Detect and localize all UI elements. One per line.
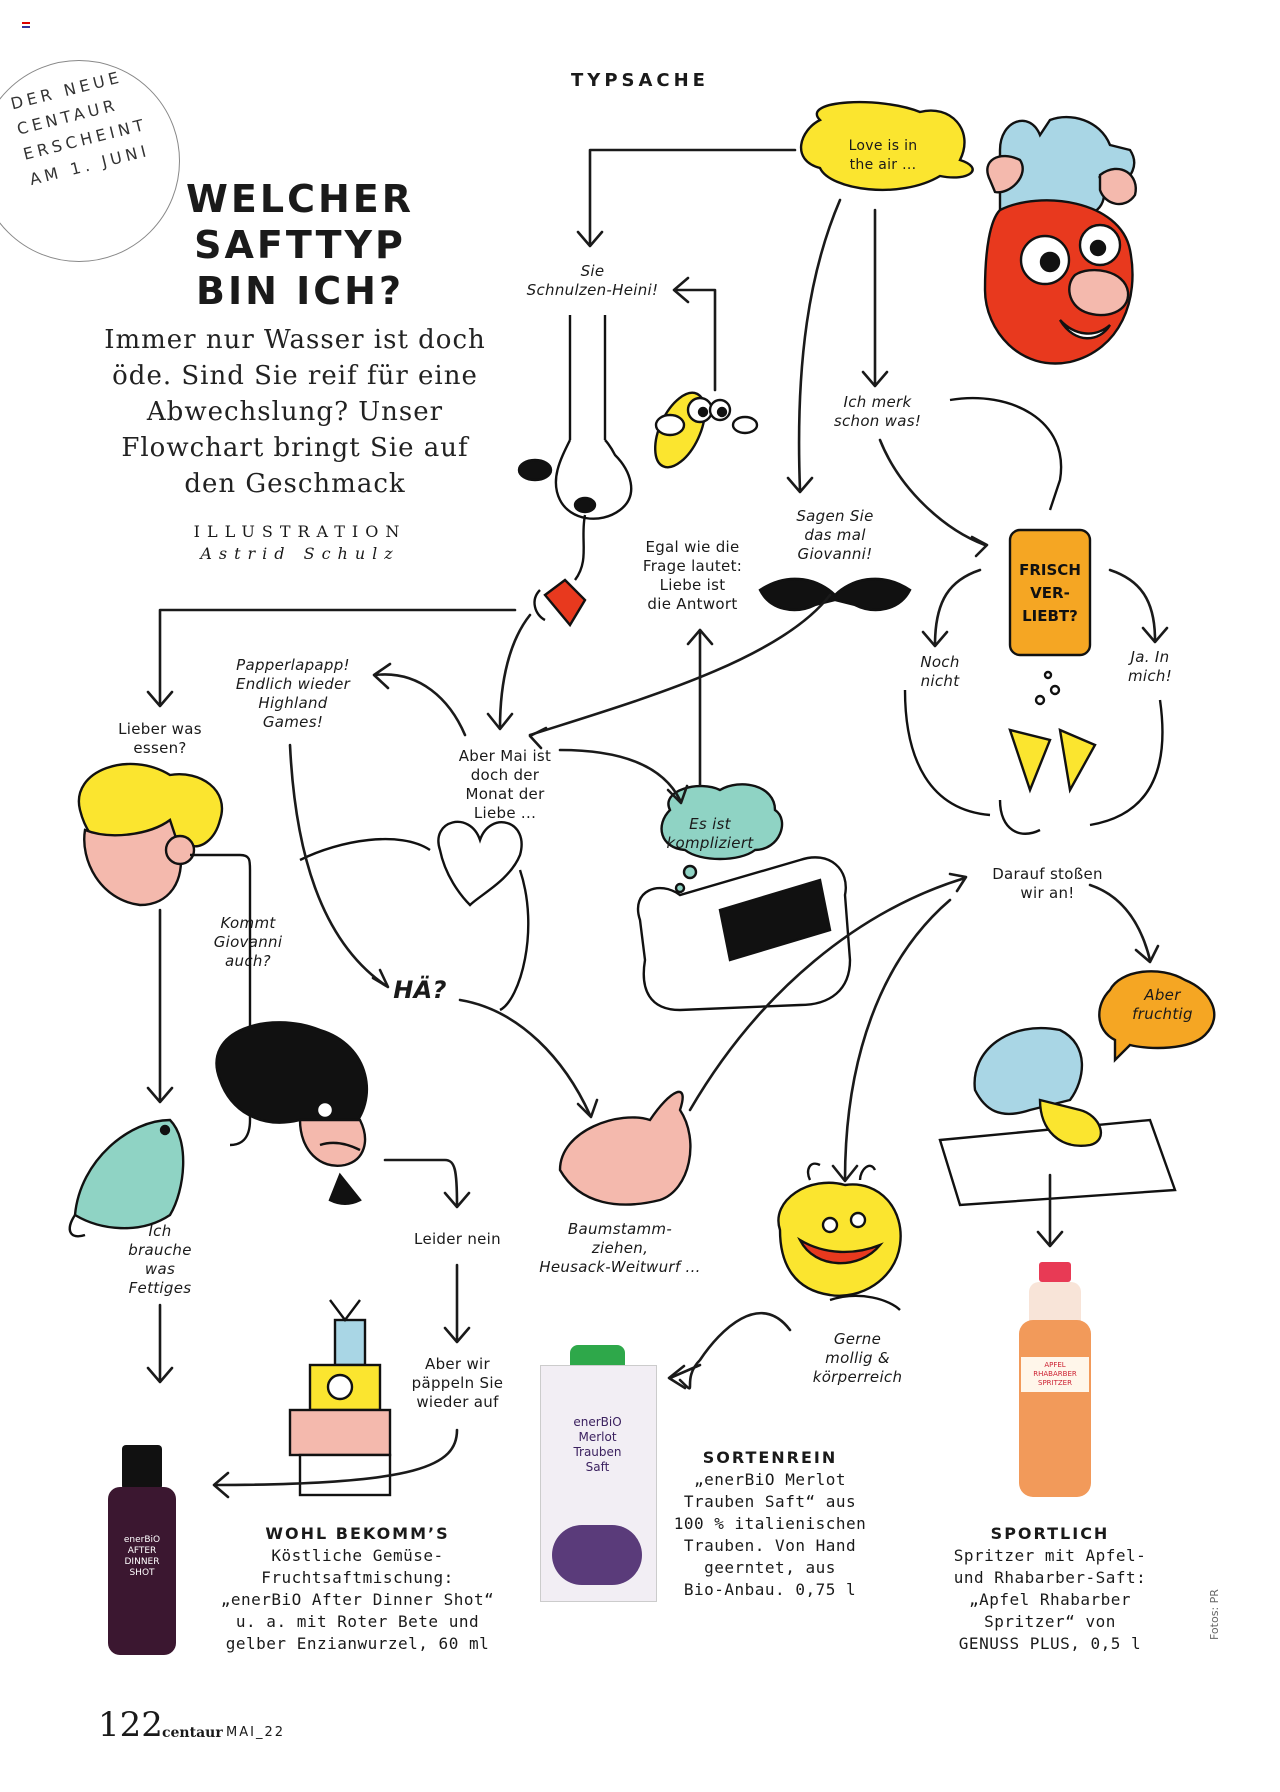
headline: WELCHER SAFTTYP BIN ICH?	[186, 177, 414, 313]
merlot-label: enerBiO Merlot Trauben Saft	[573, 1415, 622, 1474]
node-aufpappeln: Aber wir päppeln Sie wieder auf	[411, 1355, 504, 1411]
blonde-person-icon	[77, 762, 224, 907]
seal-character-icon	[68, 1118, 185, 1238]
node-fruchtig: Aber fruchtig	[1132, 986, 1193, 1023]
node-mai: Aber Mai ist doch der Monat der Liebe ..…	[458, 747, 552, 822]
node-egal: Egal wie die Frage lautet: Liebe ist die…	[642, 538, 743, 613]
spritzer-label: APFEL RHABARBER SPRITZER	[1021, 1357, 1089, 1392]
product-carton-merlot: enerBiO Merlot Trauben Saft	[540, 1345, 657, 1602]
giovanni-character-icon	[215, 1021, 369, 1205]
illustrator-name: Astrid Schulz	[200, 544, 400, 563]
node-merk: Ich merk schon was!	[833, 393, 922, 430]
node-darauf: Darauf stoßen wir an!	[992, 865, 1103, 902]
svg-text:VER-: VER-	[1030, 584, 1070, 602]
section-title: TYPSACHE	[571, 70, 709, 91]
flag-icon	[22, 22, 30, 28]
node-fettiges: Ich brauche was Fettiges	[128, 1222, 192, 1297]
node-ha: HÄ?	[393, 976, 447, 1004]
kompliziert-cloud-icon	[660, 783, 784, 861]
yellow-smiley-icon	[777, 1162, 902, 1297]
node-giovanni: Sagen Sie das mal Giovanni!	[796, 507, 874, 563]
node-schnulzen: Sie Schnulzen-Heini!	[526, 262, 659, 299]
product-title: WOHL BEKOMM’S	[265, 1524, 450, 1543]
intro-text: Immer nur Wasser ist doch öde. Sind Sie …	[104, 325, 486, 499]
champagne-glasses-icon	[998, 670, 1097, 835]
product-text-wohl-bekomms: WOHL BEKOMM’S Köstliche Gemüse- Fruchtsa…	[215, 1523, 500, 1655]
node-papperlapapp: Papperlapapp! Endlich wieder Highland Ga…	[235, 656, 351, 731]
product-title: SORTENREIN	[702, 1448, 838, 1467]
yoga-figure-icon	[938, 1026, 1177, 1207]
magazine-brand: centaur	[162, 1725, 223, 1741]
node-kompliziert: Es ist kompliziert	[666, 815, 754, 852]
product-text-sportlich: SPORTLICH Spritzer mit Apfel- und Rhabar…	[935, 1523, 1165, 1655]
illustration-label: ILLUSTRATION	[193, 522, 407, 541]
heart-character-icon	[983, 115, 1137, 365]
product-text-sortenrein: SORTENREIN „enerBiO Merlot Trauben Saft“…	[670, 1447, 870, 1601]
photo-credit: Fotos: PR	[1208, 1589, 1221, 1640]
page-number: 122	[98, 1705, 163, 1745]
love-bubble-icon	[800, 100, 974, 192]
bee-character-icon	[654, 391, 759, 469]
sofa-icon	[636, 856, 852, 1012]
heart-hands-icon	[437, 820, 523, 907]
svg-text:FRISCH: FRISCH	[1019, 561, 1081, 579]
flexed-arm-icon	[558, 1090, 692, 1206]
node-kommt: Kommt Giovanni auch?	[213, 914, 283, 970]
node-gerne: Gerne mollig & körperreich	[812, 1330, 903, 1386]
nose-rose-character-icon	[517, 315, 633, 628]
mustache-icon	[758, 577, 912, 612]
issue-label: MAI_22	[226, 1725, 285, 1740]
svg-text:LIEBT?: LIEBT?	[1022, 607, 1078, 625]
can-frisch-verliebt-icon: FRISCH VER- LIEBT?	[1008, 528, 1092, 657]
product-title: SPORTLICH	[990, 1524, 1110, 1543]
fruchtig-bubble-icon	[1098, 970, 1216, 1063]
node-noch-nicht: Noch nicht	[920, 653, 960, 690]
node-baumstamm: Baumstamm- ziehen, Heusack-Weitwurf ...	[539, 1220, 701, 1276]
node-leider-nein: Leider nein	[414, 1230, 501, 1248]
product-bottle-after-dinner: enerBiO AFTER DINNER SHOT	[102, 1445, 182, 1655]
arm-icon	[949, 396, 1063, 511]
after-dinner-label: enerBiO AFTER DINNER SHOT	[123, 1535, 161, 1578]
node-love-text: Love is in the air ...	[848, 138, 918, 173]
product-bottle-spritzer: APFEL RHABARBER SPRITZER	[1015, 1262, 1095, 1497]
node-lieber-essen: Lieber was essen?	[118, 720, 202, 757]
node-ja: Ja. In mich!	[1127, 648, 1173, 685]
